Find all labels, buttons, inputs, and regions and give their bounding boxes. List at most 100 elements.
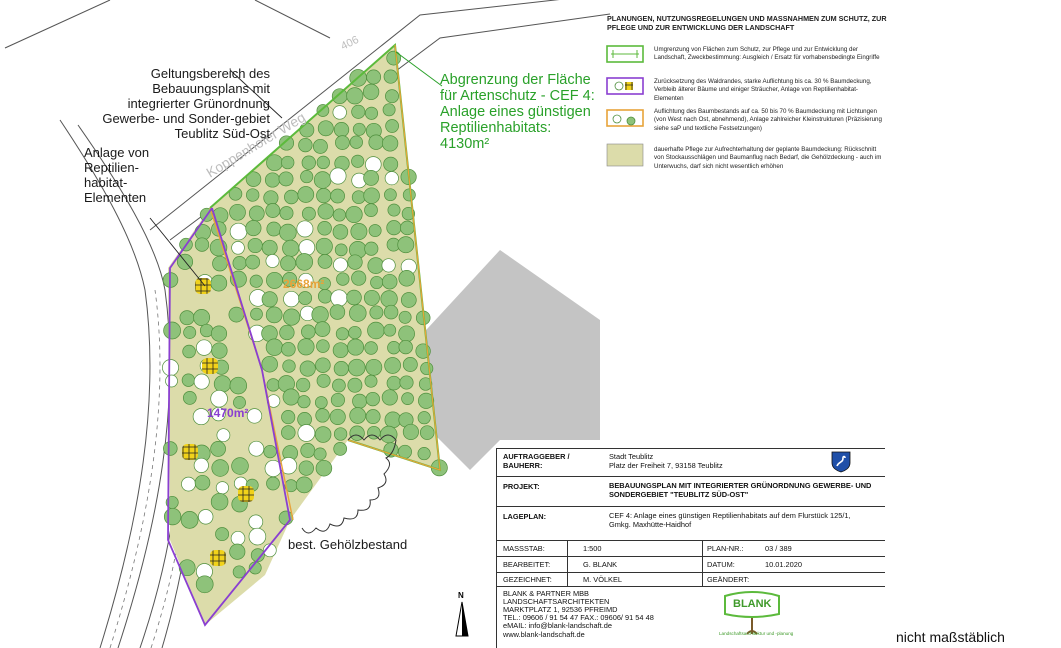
tree (300, 443, 316, 458)
leader-habitat (149, 217, 206, 287)
tree (295, 377, 311, 393)
legend-item-waldrand: Zurücksetzung des Waldrandes, starke Auf… (654, 78, 872, 102)
tree (316, 155, 330, 170)
boundary-orange (347, 44, 441, 471)
tree (315, 408, 330, 423)
tree (330, 188, 345, 204)
legend-symbols (606, 45, 644, 167)
habitat-element (238, 486, 254, 502)
tree (334, 243, 348, 257)
tree (364, 203, 378, 217)
scale-value: 1:500 (583, 544, 602, 553)
tree (301, 206, 316, 221)
tree (245, 254, 261, 270)
tree (195, 339, 213, 356)
tree (384, 188, 397, 202)
tree (347, 254, 363, 270)
tree (365, 358, 383, 376)
tree (250, 548, 265, 563)
tree (284, 189, 299, 205)
editor-value: G. BLANK (583, 560, 618, 569)
tree (381, 135, 399, 152)
tree (212, 255, 228, 272)
north-arrow (455, 601, 469, 637)
tree (349, 135, 363, 149)
tree (381, 258, 396, 273)
tree (398, 270, 415, 287)
tree (402, 423, 419, 440)
tree (419, 425, 435, 440)
tree (297, 412, 312, 427)
tree (383, 323, 397, 337)
leader-cef (395, 51, 443, 87)
tree (195, 575, 214, 594)
tree (298, 137, 313, 153)
tree (370, 275, 384, 290)
tree (265, 306, 283, 324)
tree (245, 171, 262, 187)
tree (367, 257, 385, 274)
scale-note: nicht maßstäblich (896, 629, 1005, 645)
date-value: 10.01.2020 (765, 560, 802, 569)
tree (317, 221, 332, 236)
tree (315, 459, 333, 477)
tree (247, 237, 263, 254)
tree (282, 239, 300, 257)
tree (402, 357, 418, 372)
tree (211, 406, 226, 422)
tree (194, 474, 211, 491)
tree (363, 170, 379, 186)
tree (265, 338, 284, 356)
tree (401, 392, 414, 405)
tree (229, 203, 246, 221)
tree (364, 106, 379, 120)
tree (369, 305, 384, 320)
tree (283, 308, 301, 326)
habitat-element (210, 550, 226, 566)
tree (387, 341, 401, 355)
existing-tree-edge (301, 434, 397, 534)
tree (313, 447, 327, 461)
tree (330, 289, 348, 307)
road-number-label: 406 (339, 34, 361, 53)
tree (281, 341, 296, 357)
tree (315, 237, 333, 255)
tree (193, 309, 211, 326)
tree (301, 324, 316, 340)
tree (311, 306, 329, 324)
tree (279, 223, 297, 242)
legend-symbol-auflichtung (606, 109, 644, 127)
tree (317, 120, 334, 137)
tree (299, 360, 316, 377)
tree (364, 341, 378, 355)
tree (329, 304, 346, 320)
tree (266, 221, 282, 237)
tree (368, 134, 384, 150)
tree (261, 355, 278, 373)
tree (297, 338, 315, 356)
tree (332, 224, 349, 240)
tree (183, 326, 197, 339)
tree (229, 222, 248, 241)
tree (316, 104, 330, 117)
plan-no-value: 03 / 389 (765, 544, 792, 553)
tree (199, 323, 214, 338)
tree (193, 373, 210, 390)
tree (333, 122, 350, 138)
tree (366, 69, 382, 85)
title-block: AUFTRAGGEBER / BAUHERR: Stadt Teublitz P… (496, 448, 885, 648)
tree (231, 241, 245, 255)
tree (333, 442, 348, 456)
tree (417, 447, 431, 461)
tree (347, 338, 365, 356)
tree (211, 459, 229, 477)
habitat-element (202, 358, 218, 374)
tree (210, 441, 226, 457)
tree (295, 476, 313, 494)
tree (246, 188, 260, 202)
tree (398, 310, 412, 324)
tree (400, 292, 417, 308)
tree (263, 190, 279, 206)
tree (211, 342, 228, 359)
tree (210, 325, 228, 342)
